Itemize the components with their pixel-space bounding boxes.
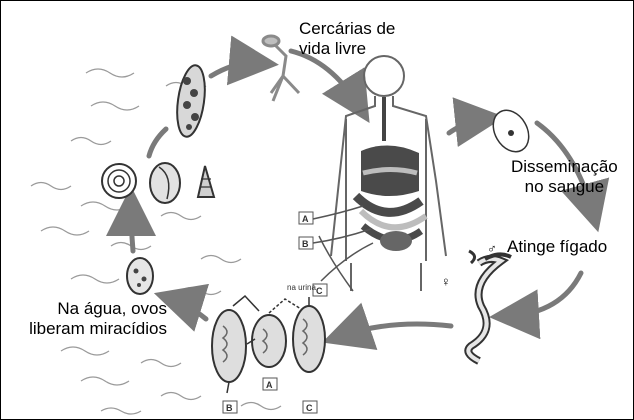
arrow-sporocyst-to-cercaria bbox=[211, 63, 259, 76]
snail-figures bbox=[102, 163, 214, 203]
arrow-human-to-blood bbox=[449, 119, 485, 133]
miracidium-figure bbox=[127, 258, 153, 294]
snail-conical bbox=[198, 166, 214, 197]
arrow-worms-to-eggs bbox=[341, 324, 451, 336]
cercaria-figure bbox=[263, 36, 299, 101]
label-cercarias: Cercárias de vida livre bbox=[299, 19, 395, 59]
arrow-snail-to-sporocyst bbox=[149, 129, 166, 156]
arrow-eggs-to-miracidium bbox=[173, 299, 206, 319]
egg-left bbox=[212, 310, 246, 393]
male-symbol: ♂ bbox=[487, 241, 497, 256]
label-figado: Atinge fígado bbox=[507, 237, 607, 257]
marker-a-eggs: A bbox=[266, 380, 273, 390]
female-symbol: ♀ bbox=[441, 274, 451, 289]
marker-lines bbox=[313, 206, 373, 291]
adult-worms-figure bbox=[468, 251, 511, 361]
marker-c-body: C bbox=[316, 286, 323, 296]
human-organs bbox=[356, 145, 426, 251]
sporocyst-figure bbox=[173, 64, 209, 139]
marker-tags-eggs: A B C bbox=[223, 378, 317, 413]
egg-middle bbox=[247, 315, 286, 367]
snail-planorbis bbox=[102, 164, 136, 198]
egg-right bbox=[293, 297, 325, 372]
marker-b-eggs: B bbox=[226, 403, 233, 413]
snail-round bbox=[150, 163, 180, 203]
label-disseminacao: Disseminação no sangue bbox=[511, 157, 618, 197]
label-agua: Na água, ovos liberam miracídios bbox=[3, 299, 167, 339]
marker-a-body: A bbox=[302, 214, 309, 224]
na-urina-label: na urina bbox=[287, 283, 316, 292]
marker-c-eggs: C bbox=[306, 403, 313, 413]
marker-b-body: B bbox=[302, 239, 309, 249]
schistosomulum-figure bbox=[486, 104, 536, 158]
arrow-miracidium-to-snail bbox=[131, 206, 133, 251]
arrow-liver-to-eggs bbox=[509, 273, 581, 316]
arrow-cercaria-to-human bbox=[291, 51, 359, 106]
